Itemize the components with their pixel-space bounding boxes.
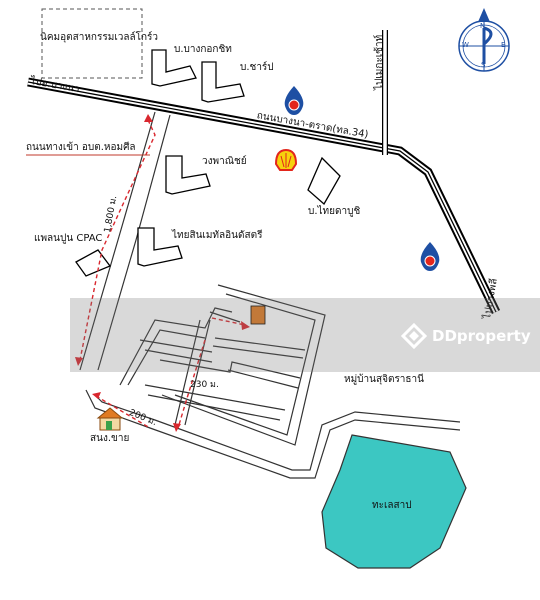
sales-office-icon xyxy=(96,407,124,431)
bangkok-chit-label: บ.บางกอกชิท xyxy=(174,44,232,55)
lake-shape xyxy=(321,434,467,569)
main-highway xyxy=(27,77,501,314)
shell-station-icon xyxy=(274,148,298,171)
village-label: หมู่บ้านสุจิตราธานี xyxy=(344,374,424,385)
distance-230-label: 230 ม. xyxy=(190,380,219,390)
industrial-estate-label: นิคมอุตสาหกรรมเวลล์โกร์ว xyxy=(40,32,159,43)
building-wongpanich xyxy=(165,155,211,195)
ptt-station-icon-1 xyxy=(284,86,304,115)
sharp-label: บ.ชาร์ป xyxy=(240,62,274,73)
wongpanich-label: วงพาณิชย์ xyxy=(202,156,247,167)
cpac-label: แพลนปูน CPAC xyxy=(34,233,103,244)
watermark-band xyxy=(70,298,540,372)
entrance-road-label: ถนนทางเข้า อบต.หอมศีล xyxy=(26,142,136,153)
compass-icon xyxy=(458,8,510,72)
building-thaisin xyxy=(137,227,183,267)
compass-n: N xyxy=(480,22,486,30)
watermark-text: DDproperty xyxy=(432,327,531,345)
ptt-station-icon-2 xyxy=(420,242,440,271)
thai-dabuchi-label: บ.ไทยดาบูชิ xyxy=(308,206,361,217)
route-line xyxy=(79,119,246,429)
building-thai-dabuchi xyxy=(307,156,341,206)
building-cpac xyxy=(75,249,112,277)
village-grid xyxy=(119,284,326,446)
building-bangkok-chit xyxy=(151,49,197,87)
target-plot xyxy=(250,305,266,325)
route-arrows xyxy=(75,114,250,432)
buildings xyxy=(75,49,341,277)
lake-label: ทะเลสาป xyxy=(372,500,412,511)
ddproperty-logo-icon xyxy=(400,322,428,350)
compass-e: E xyxy=(501,41,506,49)
to-mega-label: ไปเมกะเซ้าท์ xyxy=(374,34,385,90)
thaisin-label: ไทยสินเมทัลอินดัสตรี xyxy=(172,230,263,241)
sales-office-label: สนง.ขาย xyxy=(90,433,130,444)
building-sharp xyxy=(201,61,245,103)
compass-w: W xyxy=(462,41,469,49)
industrial-estate-boundary xyxy=(41,8,143,79)
compass-s: S xyxy=(481,61,486,69)
